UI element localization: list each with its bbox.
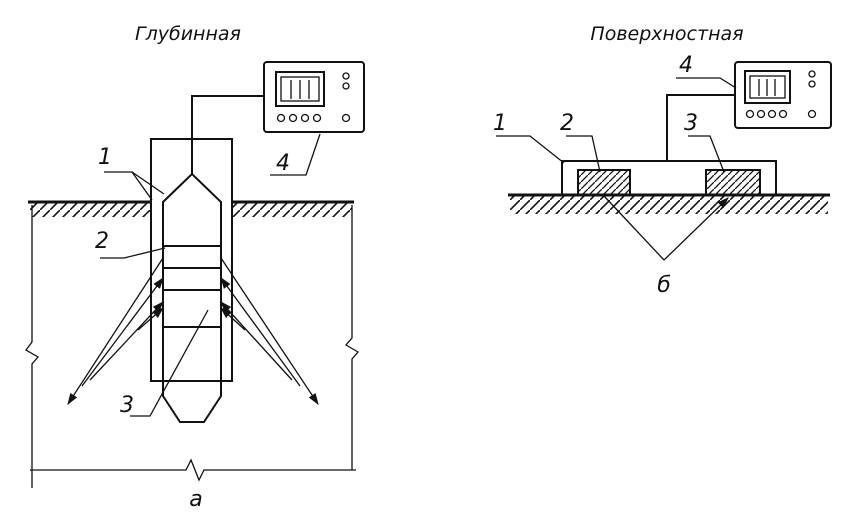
surface-device (734, 61, 832, 129)
deep-ground (28, 200, 354, 217)
surface-title: Поверхностная (590, 23, 743, 45)
deep-callout-2: 2 (95, 229, 109, 254)
surface-frame (561, 160, 777, 196)
deep-callout-1: 1 (98, 145, 112, 170)
surface-callout-4: 4 (679, 53, 693, 78)
surface-receiver (705, 169, 761, 196)
deep-callout-3: 3 (120, 393, 134, 418)
deep-callout-4: 4 (276, 151, 290, 176)
deep-boundaries (25, 205, 360, 488)
probe-sensors (163, 245, 221, 328)
probe (162, 172, 222, 423)
surface-callout-3: 3 (684, 111, 698, 136)
surface-wave-path (603, 195, 729, 261)
deep-cable (191, 95, 264, 174)
surface-emitter (577, 169, 631, 196)
surface-cable (666, 94, 735, 161)
surface-caption: б (657, 273, 671, 298)
deep-caption: а (189, 487, 202, 512)
deep-callouts: 1 2 3 4 (95, 133, 321, 418)
surface-callout-1: 1 (493, 111, 507, 136)
surface-callouts: 1 2 3 4 (493, 53, 737, 173)
deep-wave-paths (67, 257, 319, 405)
deep-scheme: Глубинная (25, 23, 365, 512)
surface-callout-2: 2 (560, 111, 574, 136)
surface-ground (508, 193, 830, 214)
surface-scheme: Поверхностная (493, 23, 832, 298)
deep-device (263, 61, 365, 133)
deep-title: Глубинная (135, 23, 241, 45)
